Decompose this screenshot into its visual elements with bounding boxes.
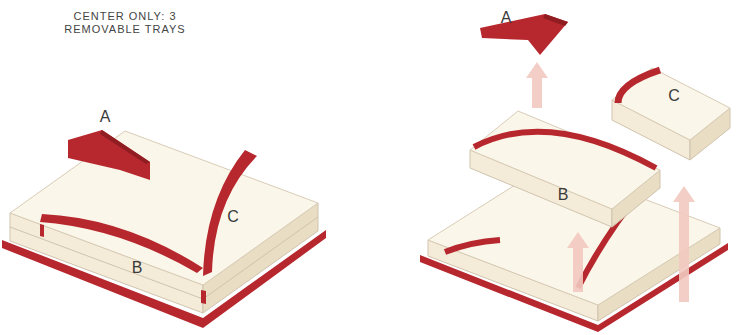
edge-notch <box>201 290 206 304</box>
part-letter: B <box>558 186 569 204</box>
tray-top <box>612 68 730 140</box>
lift-arrow <box>526 62 548 108</box>
edge-notch <box>40 224 44 237</box>
lift-arrow <box>567 232 589 292</box>
tray-band <box>474 132 656 168</box>
lift-arrow <box>673 186 695 302</box>
tray-a-flap <box>68 130 150 180</box>
tray-band <box>618 70 660 103</box>
part-letter: A <box>100 108 111 126</box>
tray-a-edge <box>100 130 150 164</box>
tray-band <box>445 240 500 252</box>
box-top <box>10 131 318 285</box>
diagram-title: CENTER ONLY: 3 REMOVABLE TRAYS <box>45 10 205 36</box>
tray-band <box>203 150 257 276</box>
tray-a-flap <box>480 14 568 55</box>
part-letter: C <box>227 208 239 226</box>
part-letter: C <box>668 87 680 105</box>
part-letter: A <box>501 9 512 27</box>
tray-band <box>40 214 203 273</box>
tray-a-edge <box>543 14 568 26</box>
part-letter: B <box>132 259 143 277</box>
